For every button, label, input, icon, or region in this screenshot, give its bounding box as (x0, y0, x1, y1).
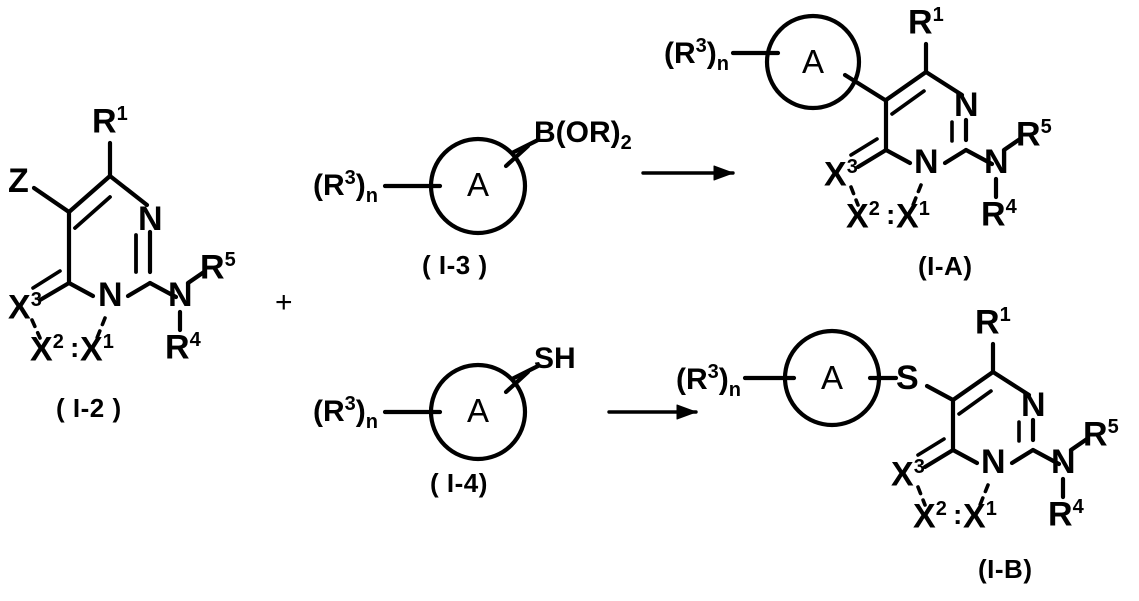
reaction-arrow-thioether (607, 404, 698, 420)
substituent-label-r3n-i3: (R3)n (313, 167, 378, 207)
ring-label-a-ia: A (802, 43, 825, 80)
reaction-arrow-suzuki (641, 165, 735, 181)
atom-label-r1-ia: R1 (908, 3, 944, 42)
bond-separator-x2-x1-ia: : (886, 199, 896, 230)
atom-label-x2-i2: X2 (30, 330, 64, 369)
atom-label-n1-i2: N (98, 276, 123, 314)
atom-label-n3-ib: N (1021, 386, 1046, 424)
atom-label-r4-ib: R4 (1048, 495, 1084, 534)
atom-label-x1-ia: X1 (896, 197, 930, 236)
atom-label-r4-i2: R4 (165, 328, 201, 367)
atom-label-r5-ib: R5 (1083, 415, 1119, 454)
substituent-label-r3n-ib: (R3)n (676, 361, 741, 401)
structure-ib (742, 328, 1090, 507)
structure-i4 (382, 362, 541, 462)
structure-i3 (382, 136, 541, 236)
atom-label-r1-ib: R1 (975, 303, 1011, 342)
atom-label-namine-ib: N (1051, 443, 1076, 481)
atom-label-r4-ia: R4 (981, 195, 1017, 234)
atom-label-x2-ia: X2 (846, 197, 880, 236)
compound-caption-i4: ( I-4) (430, 468, 488, 498)
atom-label-s-linker-ib: S (896, 359, 919, 397)
atom-label-z-i2: Z (8, 162, 29, 200)
atom-label-x3-i2: X3 (8, 288, 42, 327)
atom-label-r5-ia: R5 (1016, 115, 1052, 154)
atom-label-x1-i2: X1 (80, 330, 114, 369)
atom-label-namine-i2: N (168, 276, 193, 314)
atom-label-x3-ib: X3 (891, 455, 925, 494)
substituent-label-r3n-ia: (R3)n (664, 35, 729, 75)
atom-label-n3-i2: N (138, 200, 163, 238)
atom-label-r5-i2: R5 (200, 248, 236, 287)
bond-separator-x2-x1-ib: : (953, 499, 963, 530)
compound-caption-i2: ( I-2 ) (56, 393, 122, 423)
compound-caption-ib: (I-B) (978, 554, 1033, 584)
compound-caption-ia: (I-A) (918, 251, 973, 281)
bond-separator-x2-x1-i2: : (70, 332, 80, 363)
atom-label-x2-ib: X2 (913, 497, 947, 536)
atom-label-n1-ib: N (981, 443, 1006, 481)
atom-label-r1-i2: R1 (92, 102, 128, 141)
atom-label-x3-ia: X3 (824, 155, 858, 194)
atom-label-namine-ia: N (984, 143, 1009, 181)
functional-group-thiol-i4: SH (534, 342, 576, 375)
ring-label-a-ib: A (821, 359, 844, 396)
substituent-label-r3n-i4: (R3)n (313, 393, 378, 433)
structure-i2 (30, 140, 207, 340)
atom-label-n3-ia: N (954, 86, 979, 124)
functional-group-boronate-i3: B(OR)2 (534, 116, 632, 154)
atom-label-n1-ia: N (914, 143, 939, 181)
compound-caption-i3: ( I-3 ) (422, 250, 488, 280)
atom-label-x1-ib: X1 (963, 497, 997, 536)
ring-label-a-i3: A (467, 166, 490, 203)
structure-ia (730, 13, 1023, 207)
plus-sign: + (275, 286, 293, 319)
ring-label-a-i4: A (467, 392, 490, 429)
